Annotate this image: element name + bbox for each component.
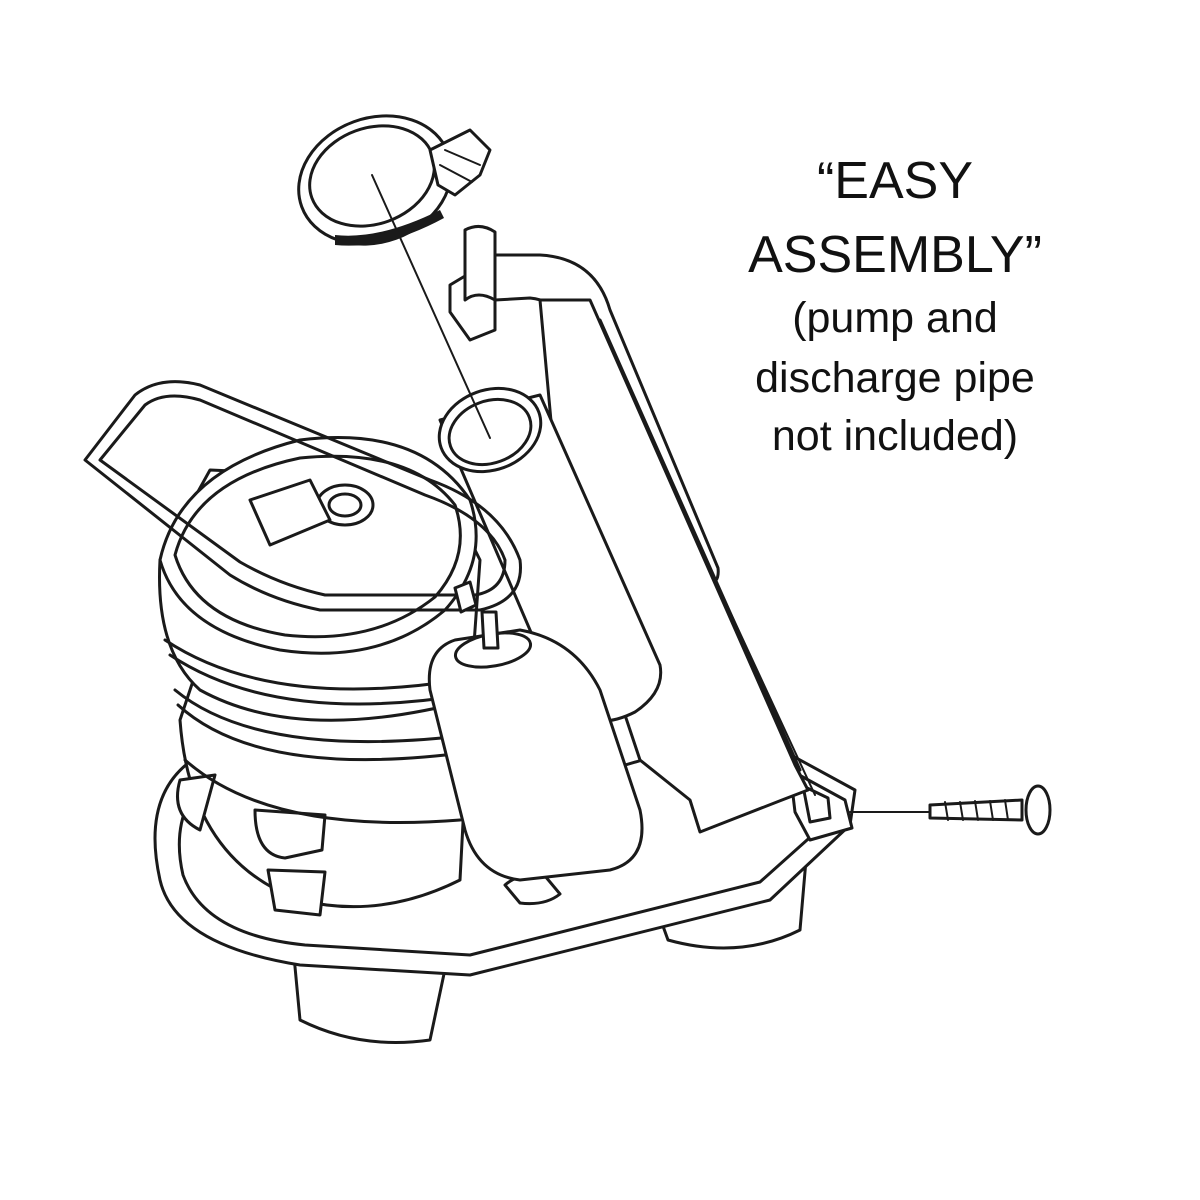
- hose-clamp-icon: [297, 114, 492, 246]
- float-rod-clip: [453, 580, 478, 614]
- screw-thread-4: [989, 800, 994, 821]
- pump-top-dome: [158, 436, 478, 655]
- pump-outlet-inner: [327, 492, 363, 518]
- pump-handle: [83, 380, 522, 612]
- pipe-top-inner: [447, 398, 533, 466]
- bracket-alignment-line: [719, 589, 816, 796]
- bracket-clip-top: [463, 225, 497, 302]
- clamp-to-pipe-line: [371, 174, 491, 439]
- caption-headline-line1: “EASY: [817, 152, 973, 210]
- caption-note-line1: (pump and: [792, 294, 998, 342]
- screw-thread-5: [1004, 799, 1009, 821]
- clamp-screw-thread-2: [439, 164, 473, 183]
- pump-middle-band: [163, 638, 462, 691]
- caption: “EASY ASSEMBLY” (pump and discharge pipe…: [748, 152, 1042, 460]
- float-switch: [427, 580, 644, 882]
- pump-middle-band-2: [168, 653, 467, 706]
- pump-foot-front: [253, 808, 327, 860]
- discharge-pipe: [437, 386, 663, 723]
- clamp-screw-thread-1: [444, 149, 481, 166]
- screw-thread-2: [959, 801, 964, 821]
- float-body: [427, 628, 644, 882]
- caption-headline-line2: ASSEMBLY”: [748, 226, 1042, 284]
- pump-foot-bottom: [266, 868, 327, 917]
- pump-band-2: [176, 703, 472, 762]
- pump-band-1: [173, 688, 472, 744]
- bracket-post-edge: [598, 318, 802, 772]
- pump-band-3: [183, 758, 462, 824]
- float-rod: [480, 610, 500, 650]
- handle-inner-loop: [98, 394, 507, 597]
- pump-side-block: [248, 478, 332, 547]
- screw-head: [1024, 784, 1052, 836]
- mounting-lug-hole: [801, 784, 832, 824]
- clamp-band-slots: [335, 210, 444, 246]
- bracket-post: [538, 298, 810, 834]
- screw-thread-3: [974, 800, 979, 821]
- screw-thread-1: [944, 801, 949, 821]
- screw-icon: [928, 784, 1052, 836]
- clamp-screw-housing: [428, 128, 492, 197]
- caption-note-line2: discharge pipe: [755, 354, 1035, 402]
- caption-note-line3: not included): [772, 412, 1018, 460]
- pump-top-ring: [173, 454, 462, 639]
- pump-foot-left: [176, 773, 217, 832]
- pipe-bracket: [448, 225, 810, 834]
- handle-outer-loop: [83, 380, 522, 612]
